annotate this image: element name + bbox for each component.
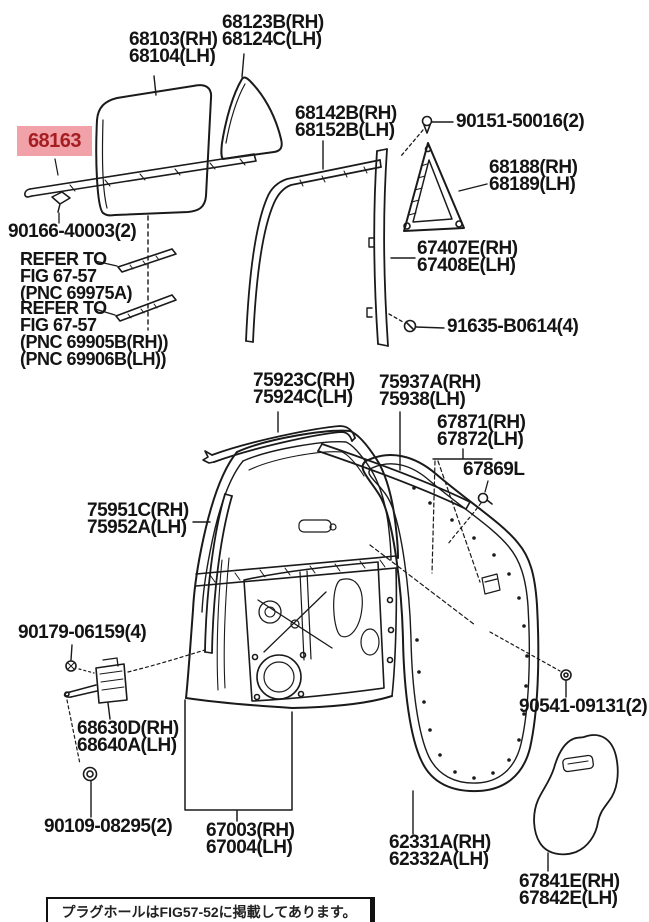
part-label-90179[interactable]: 90179-06159(4) xyxy=(18,622,147,643)
bolt-90541-drawing xyxy=(489,631,572,698)
part-label-68188[interactable]: 68188(RH) 68189(LH) xyxy=(489,157,578,195)
refer-strip-2-drawing xyxy=(94,294,177,322)
part-label-67407E[interactable]: 67407E(RH) 67408E(LH) xyxy=(417,238,518,276)
door-shell-drawing xyxy=(185,429,399,709)
bracket-67871-drawing xyxy=(369,448,493,626)
division-bar-drawing xyxy=(366,148,416,347)
part-label-67871[interactable]: 67871(RH) 67872(LH) xyxy=(437,412,526,450)
bolt-90179-drawing xyxy=(65,644,77,672)
door-glass-drawing xyxy=(95,75,213,331)
part-label-68630D[interactable]: 68630D(RH) 68640A(LH) xyxy=(77,718,179,756)
belt-molding-68163-drawing xyxy=(24,153,257,198)
rear-molding-drawing xyxy=(317,411,471,510)
front-molding-drawing xyxy=(192,493,233,654)
part-label-refer-fig6757-b[interactable]: REFER TO FIG 67-57 (PNC 69905B(RH)) (PNC… xyxy=(20,298,169,369)
footer-note-text: プラグホールはFIG57-52に掲載してあります。 xyxy=(61,903,357,920)
quarter-glass-drawing xyxy=(220,53,283,160)
quarter-frame-drawing xyxy=(403,142,488,232)
part-label-91635[interactable]: 91635-B0614(4) xyxy=(447,316,579,337)
part-label-68142B[interactable]: 68142B(RH) 68152B(LH) xyxy=(295,103,397,141)
selected-part-highlight[interactable]: 68163 xyxy=(17,126,92,156)
weatherstrip-clip-dots xyxy=(412,486,529,780)
part-label-90166[interactable]: 90166-40003(2) xyxy=(8,221,137,242)
part-label-90151[interactable]: 90151-50016(2) xyxy=(456,111,585,132)
part-label-67869L[interactable]: 67869L xyxy=(463,459,525,480)
part-label-68103[interactable]: 68103(RH) 68104(LH) xyxy=(129,29,218,67)
part-label-62331A[interactable]: 62331A(RH) 62332A(LH) xyxy=(389,832,491,870)
part-label-67003[interactable]: 67003(RH) 67004(LH) xyxy=(206,820,295,858)
part-label-90109[interactable]: 90109-08295(2) xyxy=(44,816,173,837)
bracket-67003-drawing xyxy=(184,699,293,822)
part-label-68123B[interactable]: 68123B(RH) 68124C(LH) xyxy=(222,12,324,50)
service-cover-drawing xyxy=(533,734,619,872)
part-label-67841E[interactable]: 67841E(RH) 67842E(LH) xyxy=(519,871,620,909)
clip-67869-drawing xyxy=(447,480,493,545)
door-check-drawing xyxy=(63,649,206,765)
refer-strip-1-drawing xyxy=(94,248,177,273)
part-label-75937A[interactable]: 75937A(RH) 75938(LH) xyxy=(379,372,481,410)
inner-panel-drawing xyxy=(243,561,395,702)
weatherstrip-loop-drawing xyxy=(361,454,540,835)
footer-note-box: プラグホールはFIG57-52に掲載してあります。 xyxy=(46,897,375,922)
part-label-75923C[interactable]: 75923C(RH) 75924C(LH) xyxy=(253,370,355,408)
part-label-refer-fig6757-a[interactable]: REFER TO FIG 67-57 (PNC 69975A) xyxy=(20,249,133,303)
run-channel-drawing xyxy=(245,140,382,343)
clip-68163-drawing xyxy=(51,191,71,224)
screw-91635-drawing xyxy=(388,313,445,333)
bolt-90109-drawing xyxy=(82,766,98,818)
part-label-90541[interactable]: 90541-09131(2) xyxy=(519,696,648,717)
part-label-75951C[interactable]: 75951C(RH) 75952A(LH) xyxy=(87,500,189,538)
screw-90151-drawing xyxy=(400,115,454,157)
